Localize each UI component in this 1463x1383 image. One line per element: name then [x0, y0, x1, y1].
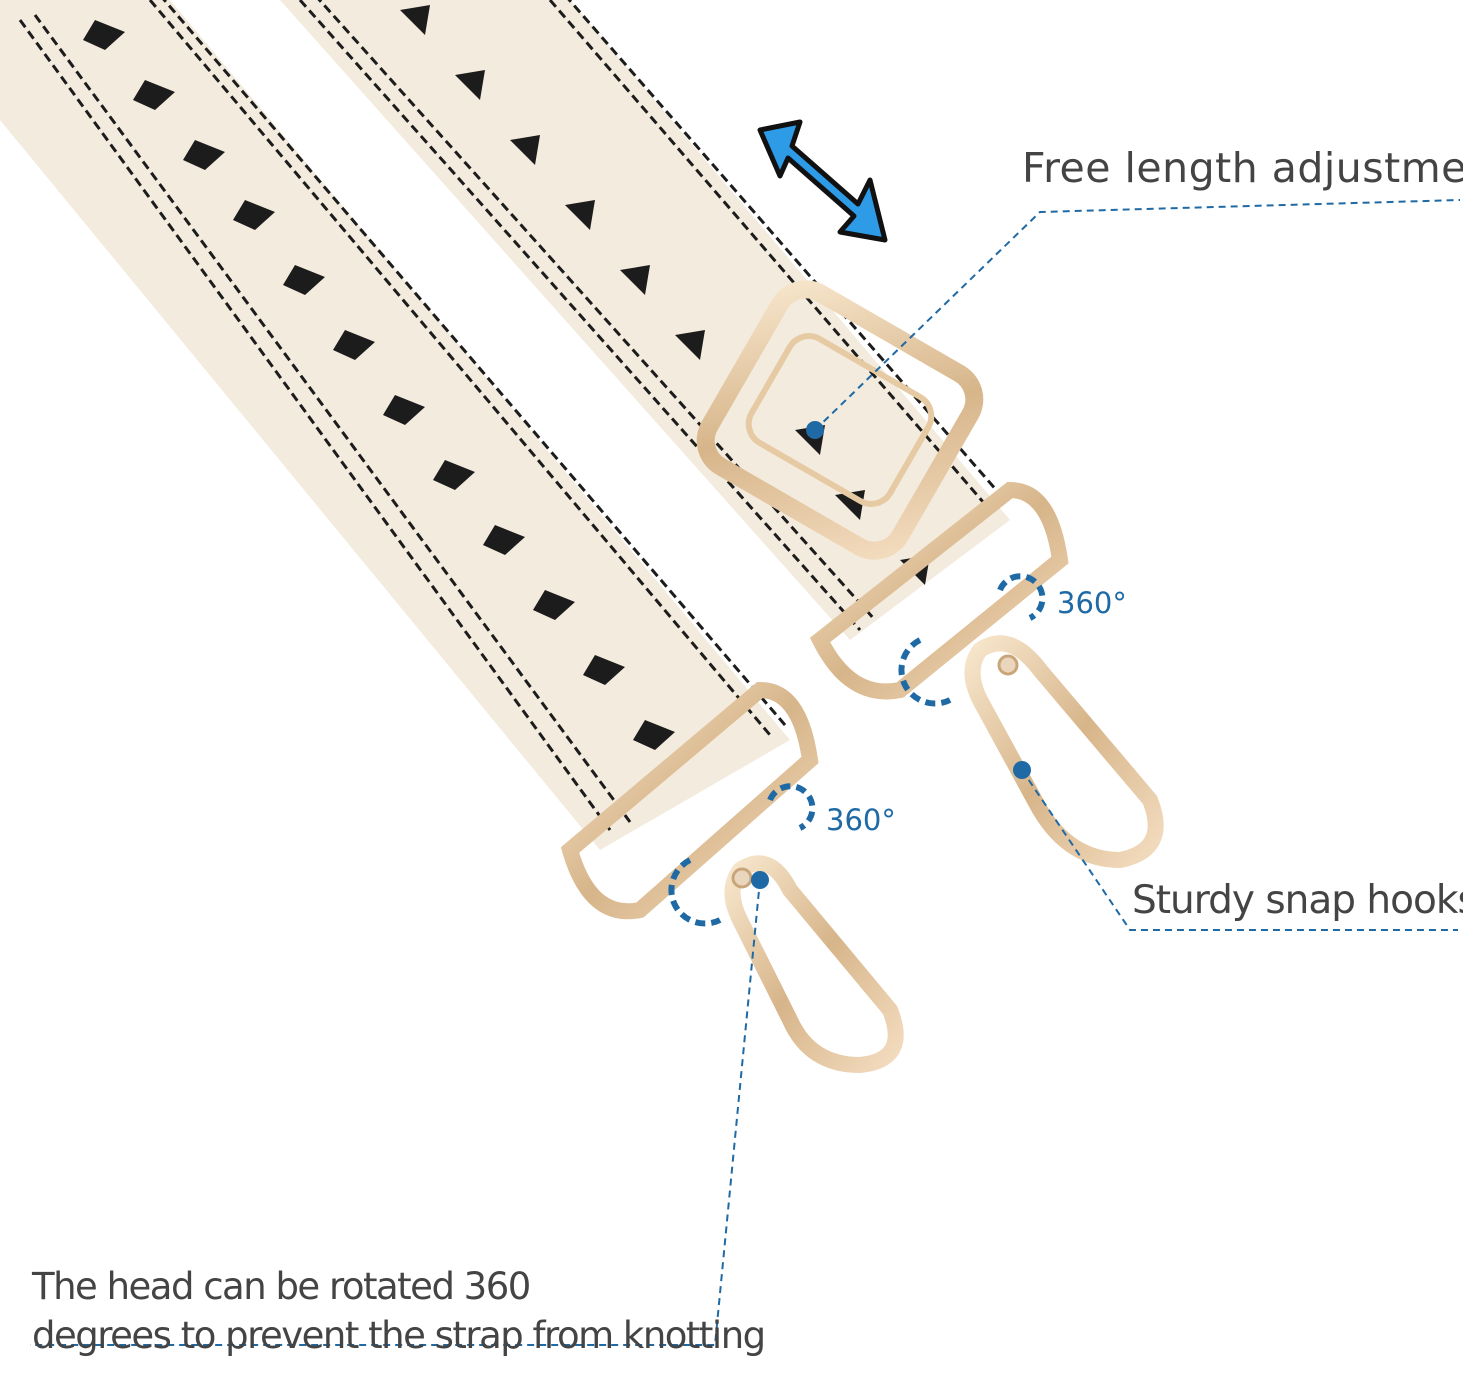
rotation-label-line-2: degrees to prevent the strap from knotti… [32, 1314, 766, 1357]
rotation-label: The head can be rotated 360 degrees to p… [32, 1262, 766, 1360]
rotation-badge-right: 360° [1057, 586, 1127, 620]
callout-lines [30, 199, 1461, 1346]
left-strap [0, 0, 790, 850]
adjust-arrow-icon [757, 119, 888, 243]
length-adjustment-label: Free length adjustment [1022, 144, 1463, 192]
callout-dots [751, 421, 1031, 889]
snap-hooks-label: Sturdy snap hooks [1132, 878, 1463, 923]
snap-hooks [724, 635, 1164, 1074]
d-rings [560, 481, 1069, 920]
slider-buckle [696, 280, 984, 560]
rotation-icons [668, 573, 1046, 927]
rotation-label-line-1: The head can be rotated 360 [32, 1265, 531, 1308]
rotation-badge-left: 360° [826, 803, 896, 837]
